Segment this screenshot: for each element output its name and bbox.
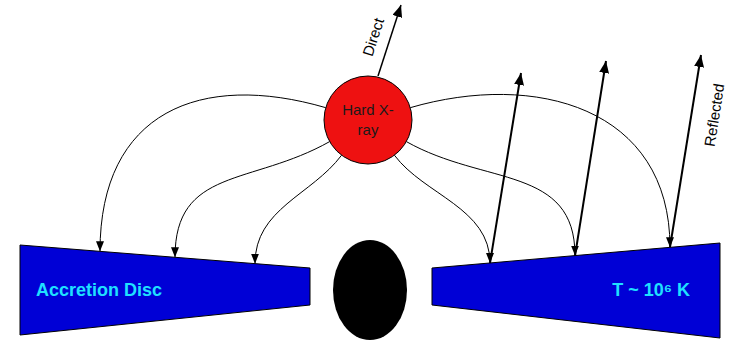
irradiation-arc: [394, 155, 490, 263]
reflected-ray: [575, 61, 606, 256]
node-outline: [323, 75, 413, 165]
source-circle: [324, 76, 412, 164]
irradiation-arc: [406, 142, 575, 256]
disc-wedge: [20, 245, 310, 335]
node-text: T ~ 10⁶ K: [612, 278, 690, 302]
irradiation-arc: [255, 155, 342, 263]
irradiation-arc: [410, 94, 670, 247]
irradiation-arc: [175, 142, 330, 258]
node-text: Accretion Disc: [36, 278, 162, 302]
direct-ray: [378, 5, 401, 76]
direct-label: Direct: [360, 16, 386, 58]
disc-wedge: [432, 243, 720, 338]
reflected-label: Reflected: [702, 83, 727, 148]
black-hole: [333, 240, 407, 340]
reflected-ray: [490, 73, 521, 263]
accretion-disc: Accretion Disc: [20, 245, 310, 335]
reflected-ray: [670, 55, 701, 247]
accretion-disc: T ~ 10⁶ K: [432, 243, 720, 338]
node-text: Hard X-ray: [342, 100, 394, 141]
irradiation-arc: [100, 95, 326, 251]
hard-xray-source: Hard X-ray: [323, 75, 413, 165]
